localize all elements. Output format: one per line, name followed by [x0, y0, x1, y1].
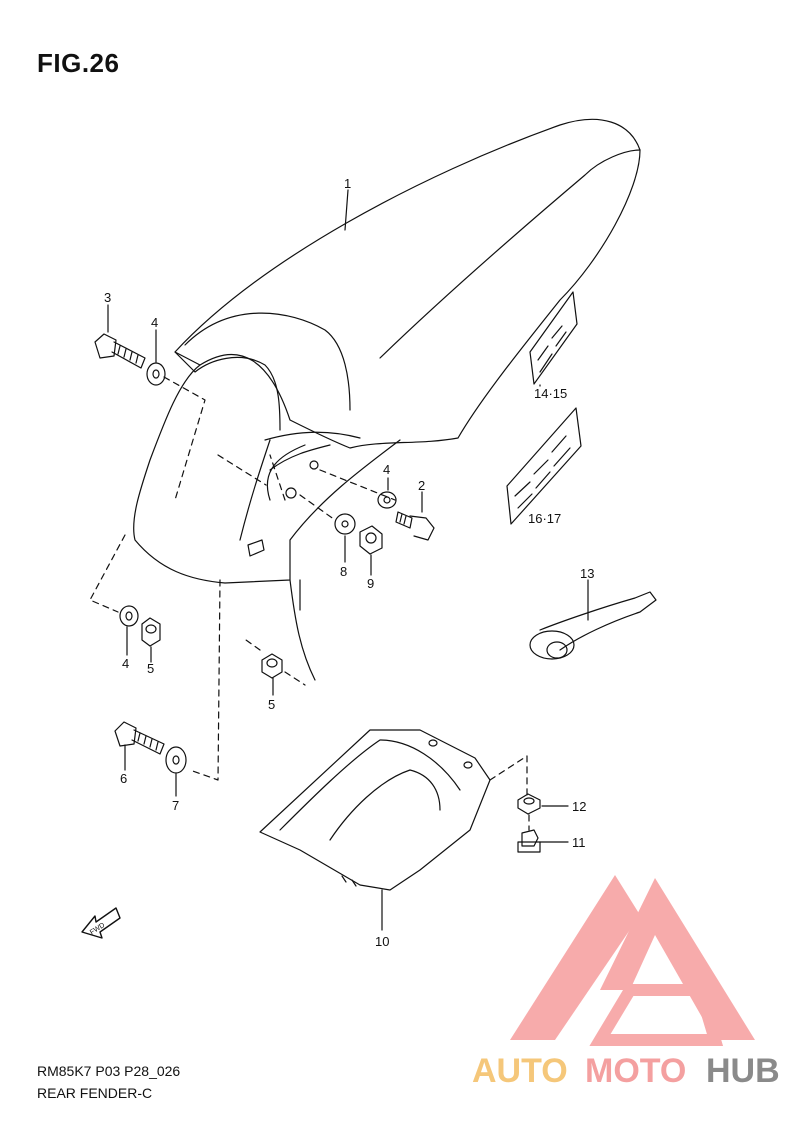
fwd-arrow-icon — [81, 907, 121, 939]
callout-13: 13 — [580, 566, 594, 581]
decal-part-16-17 — [506, 407, 582, 525]
callout-leader-lines — [107, 189, 589, 931]
callout-2: 2 — [418, 478, 425, 493]
washer-part-4-mid — [377, 491, 397, 509]
callout-3: 3 — [104, 290, 111, 305]
washer-part-8 — [334, 513, 356, 535]
callout-9: 9 — [367, 576, 374, 591]
callout-1: 1 — [344, 176, 351, 191]
washer-part-4-upper — [146, 362, 166, 386]
figure-title: FIG.26 — [37, 48, 120, 78]
bolt-part-3 — [94, 333, 146, 369]
nut-part-12 — [517, 793, 541, 815]
washer-part-4-lower — [119, 605, 139, 627]
watermark-moto: MOTO — [585, 1052, 686, 1090]
callout-14-15: 14·15 — [534, 386, 567, 401]
callout-4-upper: 4 — [151, 315, 158, 330]
washer-part-7 — [165, 746, 187, 774]
bolt-part-6 — [114, 721, 165, 755]
mud-guard-part-10 — [259, 729, 491, 891]
automotohub-watermark: AUTO MOTO HUB — [472, 875, 780, 1090]
nut-part-5-right — [261, 653, 283, 679]
nut-part-9 — [359, 525, 383, 555]
watermark-triangle-logo — [510, 875, 755, 1046]
callout-4-lower: 4 — [122, 656, 129, 671]
rear-fender-part-1 — [133, 118, 641, 681]
callout-4-mid: 4 — [383, 462, 390, 477]
callout-12: 12 — [572, 799, 586, 814]
callout-6: 6 — [120, 771, 127, 786]
wrench-part-13 — [529, 591, 657, 660]
watermark-auto: AUTO — [472, 1052, 568, 1090]
figure-name: REAR FENDER-C — [37, 1085, 153, 1101]
nut-part-5-left — [141, 617, 161, 647]
assembly-guide-lines — [89, 376, 530, 831]
callout-10: 10 — [375, 934, 389, 949]
callout-8: 8 — [340, 564, 347, 579]
callout-16-17: 16·17 — [528, 511, 561, 526]
watermark-hub: HUB — [706, 1052, 780, 1090]
figure-code: RM85K7 P03 P28_026 — [37, 1063, 181, 1079]
callout-7: 7 — [172, 798, 179, 813]
callout-numbers: 1 3 4 4 2 8 9 4 5 5 6 7 10 11 12 13 14·1… — [89, 176, 594, 949]
callout-5-left: 5 — [147, 661, 154, 676]
bolt-part-2 — [395, 511, 435, 541]
callout-5-right: 5 — [268, 697, 275, 712]
decal-part-14-15 — [529, 291, 578, 385]
callout-11: 11 — [572, 835, 586, 850]
bolt-part-11 — [517, 829, 541, 853]
